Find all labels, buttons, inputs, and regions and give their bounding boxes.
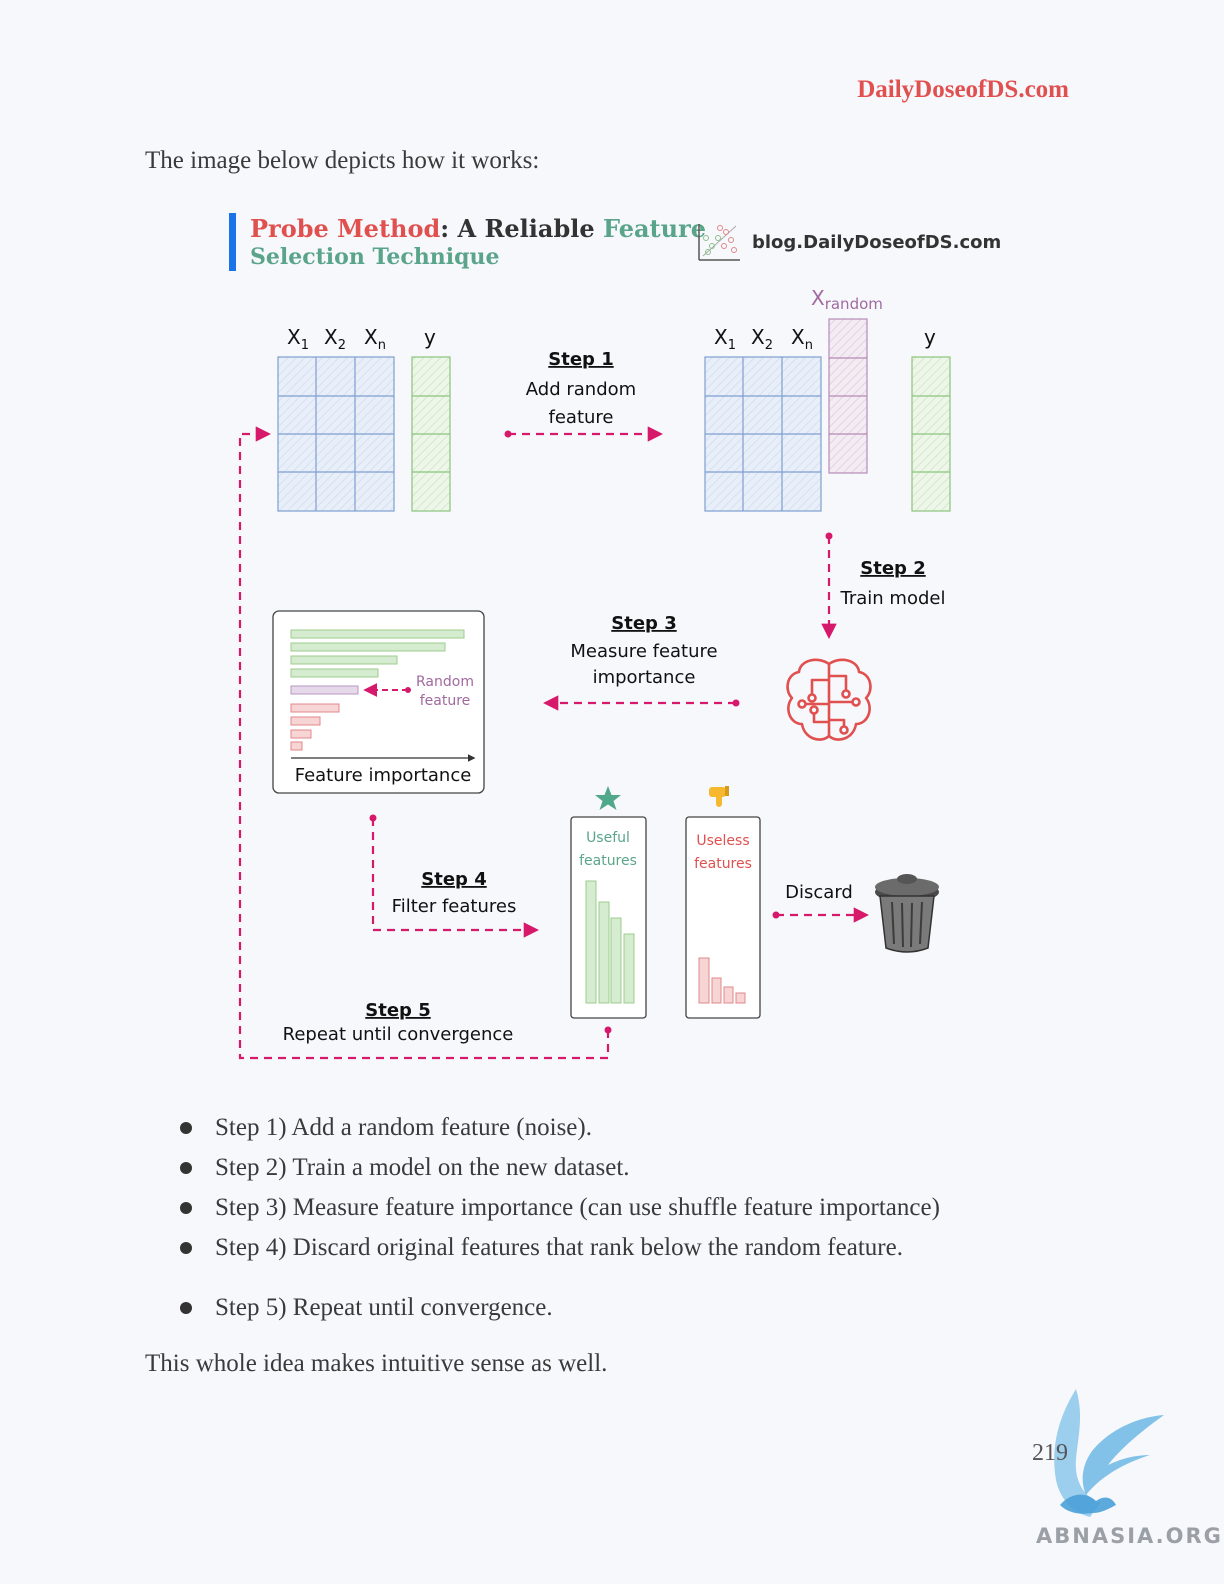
importance-bar: [290, 642, 446, 652]
blog-link[interactable]: blog.DailyDoseofDS.com: [752, 232, 1001, 253]
figure-title: Probe Method: A Reliable Feature: [250, 214, 706, 243]
list-item: Step 2) Train a model on the new dataset…: [180, 1148, 940, 1188]
bullet-icon: [180, 1162, 192, 1174]
feature-matrix-augmented: [704, 356, 822, 512]
col-label-x1: X1: [287, 325, 309, 353]
list-item: Step 5) Repeat until convergence.: [180, 1288, 940, 1328]
step4-arrow: [371, 818, 540, 938]
figure-title-line2: Selection Technique: [250, 244, 499, 270]
step3-line1: Measure feature: [570, 641, 717, 662]
col-label-x2-right: X2: [751, 325, 773, 353]
step4-title: Step 4: [421, 869, 486, 890]
bird-watermark-icon: [1054, 1389, 1164, 1517]
scatter-logo-icon: [698, 224, 740, 261]
step1-line1: Add random: [526, 379, 636, 400]
intro-text: The image below depicts how it works:: [145, 147, 540, 174]
col-label-y: y: [424, 325, 436, 349]
thumbs-down-icon: [709, 786, 729, 807]
random-feature-column: [828, 318, 868, 474]
list-item: Step 3) Measure feature importance (can …: [180, 1188, 940, 1228]
step3-line2: importance: [593, 667, 696, 688]
importance-bar: [290, 716, 321, 726]
step4-line1: Filter features: [392, 896, 517, 917]
watermark-text: ABNASIA.ORG: [1036, 1524, 1223, 1548]
x-random-label: Xrandom: [811, 286, 883, 313]
col-label-y-right: y: [924, 325, 936, 349]
target-column-original: [411, 356, 451, 512]
bullet-icon: [180, 1242, 192, 1254]
useless-bar: [735, 992, 746, 1004]
importance-bars: [290, 629, 465, 751]
col-label-xn-right: Xn: [791, 325, 813, 353]
useless-bar: [711, 977, 722, 1004]
step5-line1: Repeat until convergence: [283, 1024, 514, 1045]
random-feature-label-1: Random: [416, 674, 474, 690]
list-item: Step 1) Add a random feature (noise).: [180, 1108, 940, 1148]
importance-bar: [290, 668, 379, 678]
step1-line2: feature: [549, 407, 614, 428]
useful-bar: [598, 901, 610, 1004]
useful-bar: [610, 917, 622, 1004]
useful-bar: [585, 880, 597, 1004]
importance-bar: [290, 629, 465, 639]
brain-model-icon: [786, 658, 872, 741]
star-icon: [595, 786, 621, 810]
random-feature-label-2: feature: [420, 693, 471, 709]
target-column-augmented: [911, 356, 951, 512]
list-item: Step 4) Discard original features that r…: [180, 1228, 940, 1268]
bullet-icon: [180, 1122, 192, 1134]
importance-bar-random: [290, 685, 359, 695]
trash-can-icon: [875, 874, 939, 953]
useless-bar: [723, 986, 734, 1004]
step3-title: Step 3: [611, 613, 676, 634]
steps-list: Step 1) Add a random feature (noise). St…: [180, 1108, 940, 1328]
useless-bar: [698, 957, 710, 1004]
step2-title: Step 2: [860, 558, 925, 579]
feature-importance-label: Feature importance: [295, 765, 472, 786]
bullet-icon: [180, 1202, 192, 1214]
col-label-xn: Xn: [364, 325, 386, 353]
bullet-icon: [180, 1302, 192, 1314]
col-label-x1-right: X1: [714, 325, 736, 353]
step5-loop-arrow: [238, 426, 610, 1060]
useful-label-1: Useful: [586, 830, 630, 846]
importance-bar: [290, 703, 340, 713]
useful-label-2: features: [579, 853, 637, 869]
useless-label-1: Useless: [696, 833, 749, 849]
importance-bar: [290, 729, 312, 739]
col-label-x2: X2: [324, 325, 346, 353]
page-number: 219: [1032, 1440, 1068, 1466]
feature-matrix-original: [277, 356, 395, 512]
useful-bar: [623, 933, 635, 1004]
site-header[interactable]: DailyDoseofDS.com: [857, 76, 1069, 103]
step1-title: Step 1: [548, 349, 613, 370]
step5-title: Step 5: [365, 1000, 430, 1021]
step2-line1: Train model: [840, 588, 946, 609]
title-accent-bar: [229, 213, 236, 271]
useless-label-2: features: [694, 856, 752, 872]
importance-bar: [290, 655, 398, 665]
discard-label: Discard: [785, 882, 853, 903]
importance-bar: [290, 741, 303, 751]
closing-text: This whole idea makes intuitive sense as…: [145, 1350, 608, 1377]
